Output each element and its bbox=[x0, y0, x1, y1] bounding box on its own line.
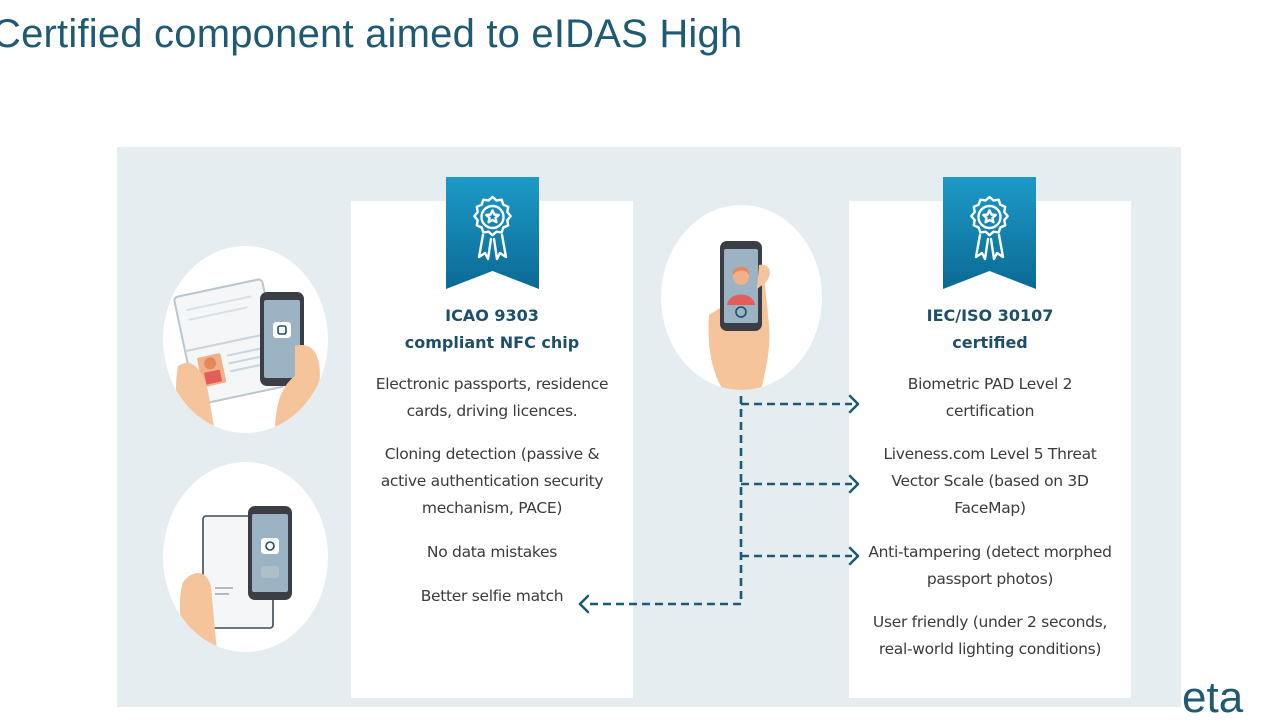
item-line: User friendly (under 2 seconds, bbox=[872, 613, 1108, 631]
iso-item-user-friendly: User friendly (under 2 seconds, real-wor… bbox=[863, 609, 1117, 663]
item-line: Vector Scale (based on 3D bbox=[891, 472, 1089, 490]
iso-item-pad: Biometric PAD Level 2 certification bbox=[863, 371, 1117, 425]
item-line: mechanism, PACE) bbox=[421, 499, 563, 517]
icao-item-cloning: Cloning detection (passive & active auth… bbox=[365, 441, 619, 522]
arrowhead-right bbox=[848, 394, 860, 414]
arrowhead-right bbox=[848, 546, 860, 566]
arrowhead-right bbox=[848, 474, 860, 494]
icao-card-heading: ICAO 9303 compliant NFC chip bbox=[351, 302, 633, 356]
slide-title: Certified component aimed to eIDAS High bbox=[0, 12, 743, 56]
icao-heading-line1: ICAO 9303 bbox=[445, 306, 539, 325]
item-line: Better selfie match bbox=[420, 587, 564, 605]
icao-card: ICAO 9303 compliant NFC chip Electronic … bbox=[351, 201, 633, 698]
brand-logo-fragment: eta bbox=[1182, 673, 1244, 722]
iso-item-anti-tampering: Anti-tampering (detect morphed passport … bbox=[863, 539, 1117, 593]
item-line: Anti-tampering (detect morphed bbox=[868, 543, 1112, 561]
icao-item-no-mistakes: No data mistakes bbox=[365, 539, 619, 566]
item-line: passport photos) bbox=[926, 570, 1054, 588]
item-line: No data mistakes bbox=[426, 543, 558, 561]
item-line: Electronic passports, residence bbox=[375, 375, 609, 393]
item-line: real-world lighting conditions) bbox=[878, 640, 1102, 658]
iso-item-liveness: Liveness.com Level 5 Threat Vector Scale… bbox=[863, 441, 1117, 522]
arrowhead-left bbox=[578, 594, 590, 614]
icao-item-documents: Electronic passports, residence cards, d… bbox=[365, 371, 619, 425]
connector-arrows bbox=[578, 394, 860, 614]
iso-card-heading: IEC/ISO 30107 certified bbox=[849, 302, 1131, 356]
icao-item-selfie-match: Better selfie match bbox=[365, 583, 619, 610]
item-line: FaceMap) bbox=[954, 499, 1026, 517]
icao-heading-line2: compliant NFC chip bbox=[404, 333, 580, 352]
id-card-nfc-scan-illustration bbox=[163, 462, 328, 652]
iso-heading-line1: IEC/ISO 30107 bbox=[926, 306, 1054, 325]
award-ribbon-icon bbox=[943, 177, 1036, 289]
item-line: Cloning detection (passive & bbox=[384, 445, 600, 463]
item-line: active authentication security bbox=[380, 472, 604, 490]
item-line: cards, driving licences. bbox=[406, 402, 578, 420]
award-ribbon-icon bbox=[446, 177, 539, 289]
iso-card: IEC/ISO 30107 certified Biometric PAD Le… bbox=[849, 201, 1131, 698]
item-line: Liveness.com Level 5 Threat bbox=[883, 445, 1097, 463]
item-line: Biometric PAD Level 2 bbox=[907, 375, 1073, 393]
item-line: certification bbox=[945, 402, 1035, 420]
passport-nfc-scan-illustration bbox=[163, 246, 328, 433]
selfie-capture-illustration bbox=[661, 205, 822, 390]
iso-heading-line2: certified bbox=[952, 333, 1028, 352]
